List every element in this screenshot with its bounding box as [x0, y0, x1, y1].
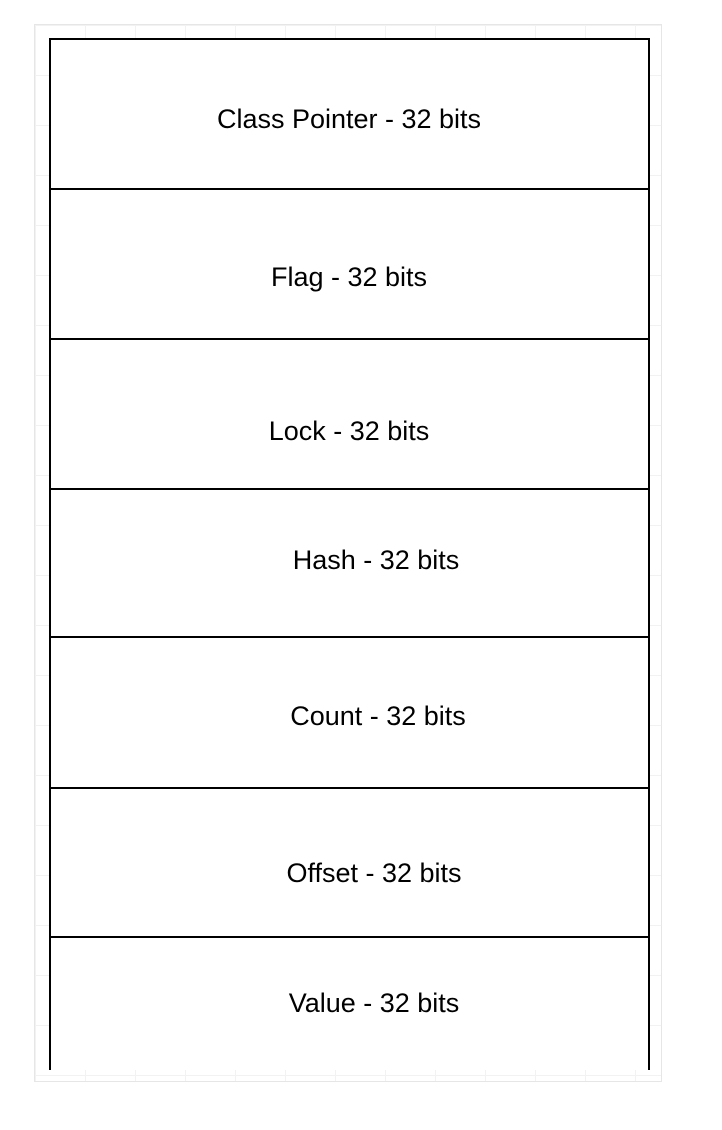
count-label: Count - 32 bits	[290, 701, 466, 731]
offset-label: Offset - 32 bits	[286, 858, 462, 888]
value-field: Value - 32 bits	[51, 936, 648, 1070]
flag-label: Flag - 32 bits	[270, 262, 428, 292]
memory-layout-stack: Class Pointer - 32 bits Flag - 32 bits L…	[49, 38, 650, 1070]
offset-field: Offset - 32 bits	[51, 787, 648, 938]
hash-field: Hash - 32 bits	[51, 488, 648, 638]
class-pointer-field: Class Pointer - 32 bits	[51, 38, 648, 190]
lock-field: Lock - 32 bits	[51, 338, 648, 491]
lock-label: Lock - 32 bits	[268, 416, 430, 446]
class-pointer-label: Class Pointer - 32 bits	[216, 104, 482, 134]
value-label: Value - 32 bits	[288, 988, 460, 1018]
hash-label: Hash - 32 bits	[292, 545, 460, 575]
flag-field: Flag - 32 bits	[51, 188, 648, 340]
count-field: Count - 32 bits	[51, 636, 648, 789]
